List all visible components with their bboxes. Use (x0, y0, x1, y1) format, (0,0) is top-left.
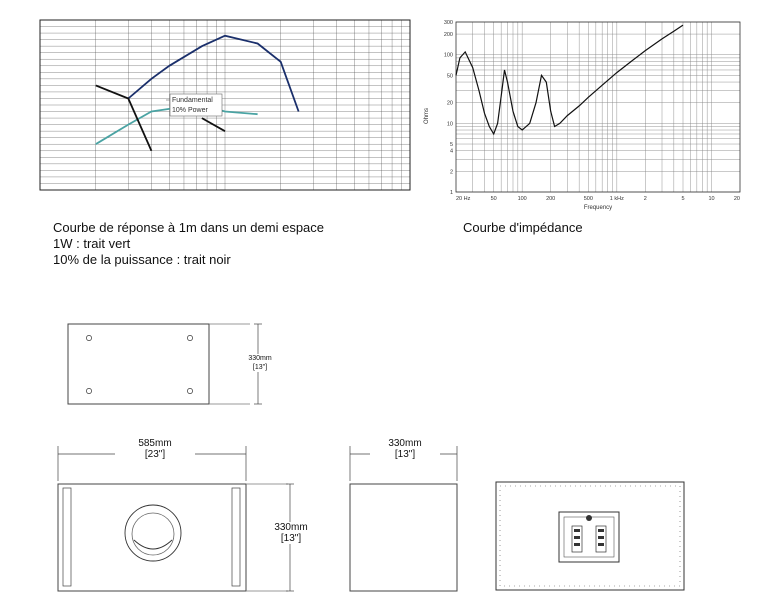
impedance-series (455, 24, 684, 136)
impedance-grid (456, 21, 740, 193)
impedance-x-tick: 2 (644, 196, 647, 202)
legend-box (169, 93, 223, 117)
response-caption-line2: 1W : trait vert (53, 236, 131, 251)
impedance-y-tick: 200 (444, 32, 453, 38)
response-grid (40, 20, 410, 190)
terminal-left-icon (571, 525, 583, 553)
response-series (95, 34, 300, 152)
impedance-y-tick: 5 (450, 142, 453, 148)
terminal-right-icon (595, 525, 607, 553)
cabinet-rear-view (495, 481, 685, 591)
impedance-x-tick: 20 (734, 196, 740, 202)
impedance-x-tick: 50 (491, 196, 497, 202)
response-series-1-line (95, 104, 258, 145)
frequency-response-chart: Fundamental 10% Power (39, 19, 411, 191)
impedance-plot-frame (455, 21, 741, 193)
side-view-outline (349, 483, 458, 592)
impedance-x-tick: 200 (546, 196, 555, 202)
cabinet-top-view (67, 323, 262, 405)
impedance-x-tick: 5 (681, 196, 684, 202)
top-view-screws (86, 335, 193, 394)
connector-plate (558, 511, 620, 563)
impedance-y-ticks: 300 200 100 50 20 10 54 2 1 (444, 20, 453, 196)
impedance-y-tick: 300 (444, 20, 453, 26)
side-depth-label: 330mm [13"] (370, 438, 440, 460)
impedance-x-tick: 100 (518, 196, 527, 202)
screw-icon (187, 335, 193, 341)
knob-icon (586, 515, 592, 521)
screw-icon (86, 335, 92, 341)
response-plot-frame (39, 19, 411, 191)
impedance-y-tick: 4 (450, 149, 453, 155)
impedance-y-tick: 50 (447, 73, 453, 79)
response-caption-line1: Courbe de réponse à 1m dans un demi espa… (53, 220, 325, 235)
front-width-label: 585mm [23"] (115, 438, 195, 460)
impedance-y-tick: 2 (450, 169, 453, 175)
front-height-label: 330mm [13"] (265, 522, 317, 544)
impedance-x-tick: 1 kHz (610, 196, 624, 202)
impedance-series-0-line (455, 24, 684, 136)
impedance-y-label: Ohms (424, 108, 430, 124)
screw-icon (86, 388, 92, 394)
impedance-y-tick: 100 (444, 53, 453, 59)
cabinet-side-view (349, 446, 458, 592)
impedance-x-tick: 500 (584, 196, 593, 202)
impedance-caption: Courbe d'impédance (463, 220, 583, 235)
impedance-x-label: Frequency (584, 205, 612, 211)
rear-screw-row (499, 485, 681, 587)
top-depth-label: 330mm [13"] (240, 354, 280, 372)
impedance-y-tick: 20 (447, 101, 453, 107)
response-legend: Fundamental 10% Power (166, 93, 223, 117)
legend-entry-10pct: 10% Power (172, 107, 208, 114)
impedance-x-tick: 10 (708, 196, 714, 202)
legend-entry-fundamental: Fundamental (172, 97, 213, 104)
response-caption: Courbe de réponse à 1m dans un demi espa… (53, 220, 324, 268)
front-right-port (231, 487, 241, 587)
front-left-port (62, 487, 72, 587)
impedance-x-tick: 20 Hz (456, 196, 471, 202)
cabinet-front-view (57, 446, 294, 592)
impedance-y-tick: 10 (447, 121, 453, 127)
impedance-x-ticks: 20 Hz 50 100 200 500 1 kHz 2 5 10 20 (456, 196, 740, 202)
response-caption-line3: 10% de la puissance : trait noir (53, 252, 231, 267)
screw-icon (187, 388, 193, 394)
response-series-2-line (95, 84, 226, 152)
woofer-cone-icon (124, 504, 182, 562)
response-series-0-line (127, 34, 300, 112)
impedance-y-tick: 1 (450, 190, 453, 196)
